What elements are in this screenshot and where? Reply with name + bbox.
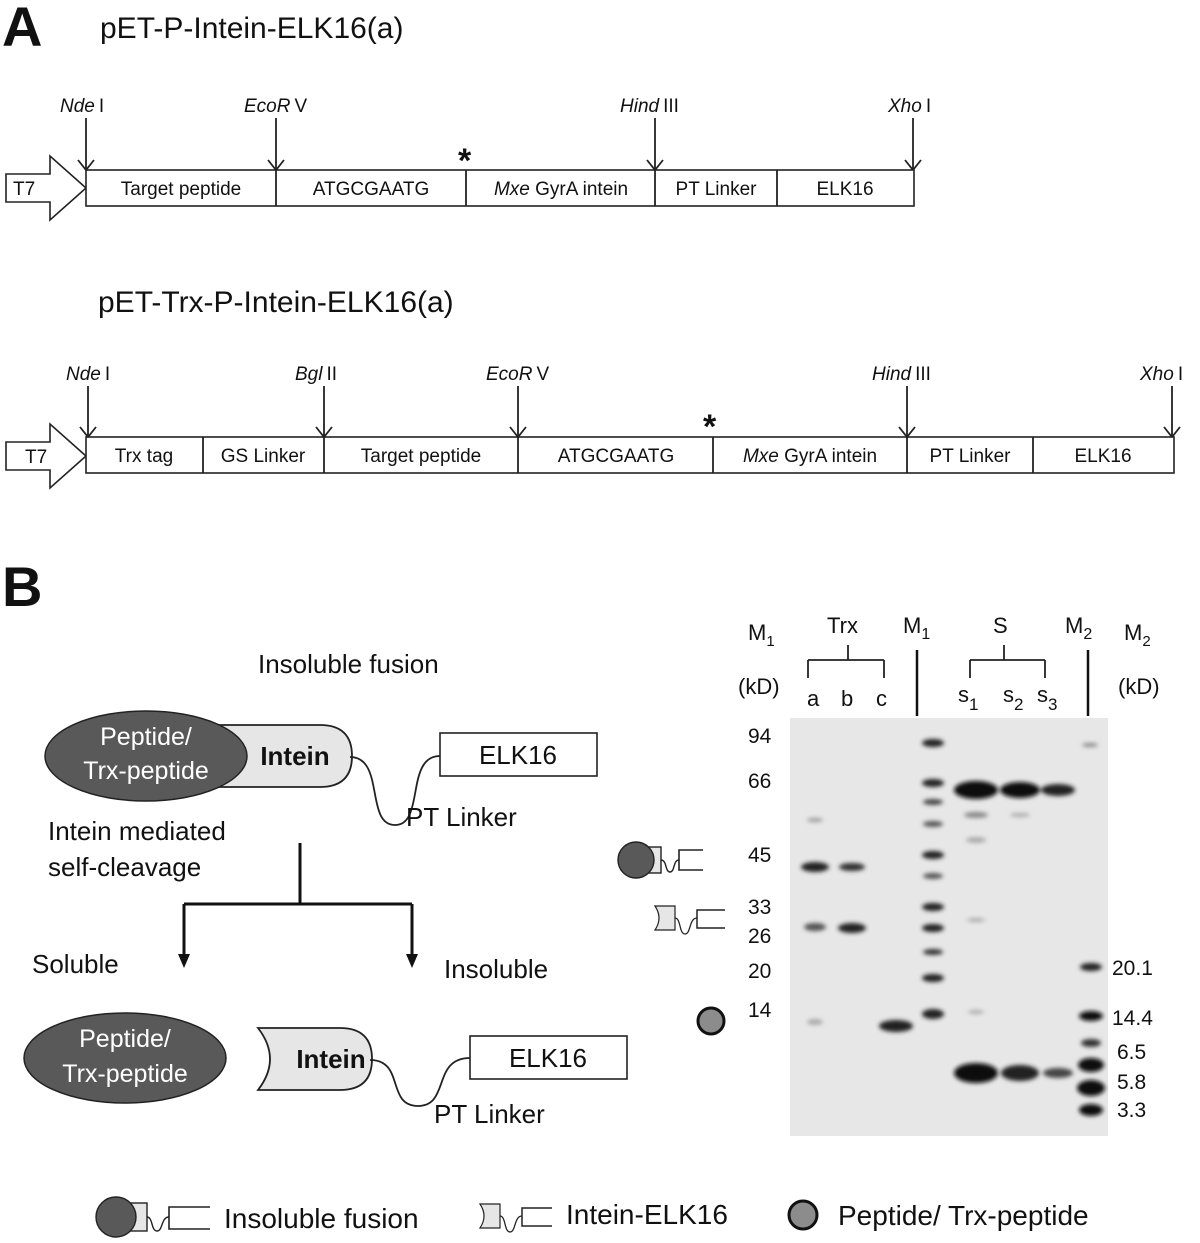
m1-marker-33: 33: [748, 896, 771, 919]
m2-right-label: M2: [1124, 620, 1151, 650]
kd-left-label: (kD): [738, 674, 780, 699]
legend-insoluble-fusion: Insoluble fusion: [224, 1203, 419, 1234]
peptide-blob-bottom: [23, 1012, 227, 1104]
m2-marker-20-1: 20.1: [1112, 957, 1153, 980]
promoter-arrow-icon: T7: [5, 422, 88, 490]
promoter-label: T7: [25, 447, 47, 468]
lane-b-label: b: [841, 686, 853, 711]
legend-intein-elk16: Intein-ELK16: [566, 1199, 728, 1230]
intein-elk16-glyph-icon: [478, 1203, 552, 1233]
split-arrow-icon: [178, 843, 418, 968]
intein-segment-bottom: [256, 1027, 373, 1091]
m1-marker-66: 66: [748, 770, 771, 793]
pt-linker-label-bottom: PT Linker: [434, 1099, 545, 1129]
segment-atgcgaatg: ATGCGAATG: [558, 446, 674, 467]
m1-marker-20: 20: [748, 960, 771, 983]
intein-label-top: Intein: [260, 741, 329, 771]
soluble-label: Soluble: [32, 949, 119, 979]
panel-a-letter: A: [2, 0, 42, 58]
peptide-label-top-1: Peptide/: [100, 723, 192, 751]
construct-1-title: pET-P-Intein-ELK16(a): [100, 12, 403, 45]
peptide-label-top-2: Trx-peptide: [83, 757, 209, 785]
lane-s3-label: s3: [1037, 682, 1057, 714]
m1-mid-label: M1: [903, 613, 930, 643]
promoter-label: T7: [13, 179, 35, 200]
segment-pt-linker: PT Linker: [930, 446, 1012, 467]
fusion-glyph-icon: [617, 841, 703, 879]
m1-marker-45: 45: [748, 844, 771, 867]
construct-2-title: pET-Trx-P-Intein-ELK16(a): [98, 286, 454, 319]
cleavage-scheme: Insoluble fusion Peptide/ Trx-peptide In…: [23, 649, 628, 1129]
m2-marker-3-3: 3.3: [1117, 1099, 1146, 1122]
insoluble-label: Insoluble: [444, 954, 548, 984]
lane-s2-label: s2: [1003, 682, 1023, 714]
intein-elk16-glyph-icon: [653, 905, 725, 935]
segment-target-peptide: Target peptide: [121, 179, 241, 200]
cut-site-arrow-icon: [77, 118, 922, 172]
elk16-label-top: ELK16: [479, 740, 557, 770]
segment-mxe-intein: Mxe GyrA intein: [743, 446, 877, 467]
lane-s1-label: s1: [958, 682, 978, 714]
peptide-label-bottom-1: Peptide/: [79, 1025, 171, 1053]
elk16-label-bottom: ELK16: [509, 1043, 587, 1073]
elk16-box-bottom: [469, 1035, 628, 1080]
sds-page-gel: M1 Trx M1 S M2 M2 (kD) (kD) a b c s1 s2 …: [617, 613, 1160, 1136]
lane-c-label: c: [876, 686, 887, 711]
lane-brackets: [807, 645, 1090, 716]
segment-gs-linker: GS Linker: [221, 446, 306, 467]
pt-linker-curve-bottom: [369, 1057, 471, 1107]
m2-marker-14-4: 14.4: [1112, 1007, 1153, 1030]
peptide-blob-top: [44, 710, 248, 802]
m1-marker-94: 94: [748, 725, 772, 748]
gel-bands: [801, 739, 1105, 1116]
m2-top-label: M2: [1065, 613, 1092, 643]
promoter-arrow-icon: T7: [5, 154, 88, 222]
peptide-label-bottom-2: Trx-peptide: [62, 1060, 188, 1088]
peptide-dot-icon: [787, 1199, 819, 1231]
segment-target-peptide: Target peptide: [361, 446, 481, 467]
legend: Insoluble fusion Intein-ELK16 Peptide/ T…: [95, 1196, 1089, 1238]
segment-elk16: ELK16: [816, 179, 873, 200]
segment-elk16: ELK16: [1074, 446, 1131, 467]
segment-trx-tag: Trx tag: [115, 446, 173, 467]
segment-pt-linker: PT Linker: [676, 179, 758, 200]
cleavage-label-2: self-cleavage: [48, 852, 201, 882]
m1-marker-14: 14: [748, 999, 772, 1022]
insoluble-fusion-label: Insoluble fusion: [258, 649, 439, 679]
s-label: S: [993, 613, 1008, 638]
segment-mxe-intein: Mxe GyrA intein: [494, 179, 628, 200]
m1-left-label: M1: [748, 620, 775, 650]
pt-linker-label-top: PT Linker: [406, 802, 517, 832]
pt-linker-curve-top: [349, 755, 441, 826]
m1-marker-26: 26: [748, 925, 771, 948]
fusion-glyph-icon: [95, 1196, 210, 1238]
cleavage-label-1: Intein mediated: [48, 816, 226, 846]
segment-atgcgaatg: ATGCGAATG: [313, 179, 429, 200]
panel-b-letter: B: [2, 555, 42, 618]
intein-label-bottom: Intein: [296, 1044, 365, 1074]
lane-a-label: a: [807, 686, 820, 711]
trx-label: Trx: [827, 613, 858, 638]
kd-right-label: (kD): [1118, 674, 1160, 699]
m2-marker-6-5: 6.5: [1117, 1041, 1146, 1064]
legend-peptide: Peptide/ Trx-peptide: [838, 1200, 1089, 1231]
peptide-dot-icon: [696, 1006, 726, 1036]
m2-marker-5-8: 5.8: [1117, 1071, 1146, 1094]
elk16-box-top: [439, 732, 598, 777]
cut-site-arrow-icon: [79, 386, 1181, 439]
